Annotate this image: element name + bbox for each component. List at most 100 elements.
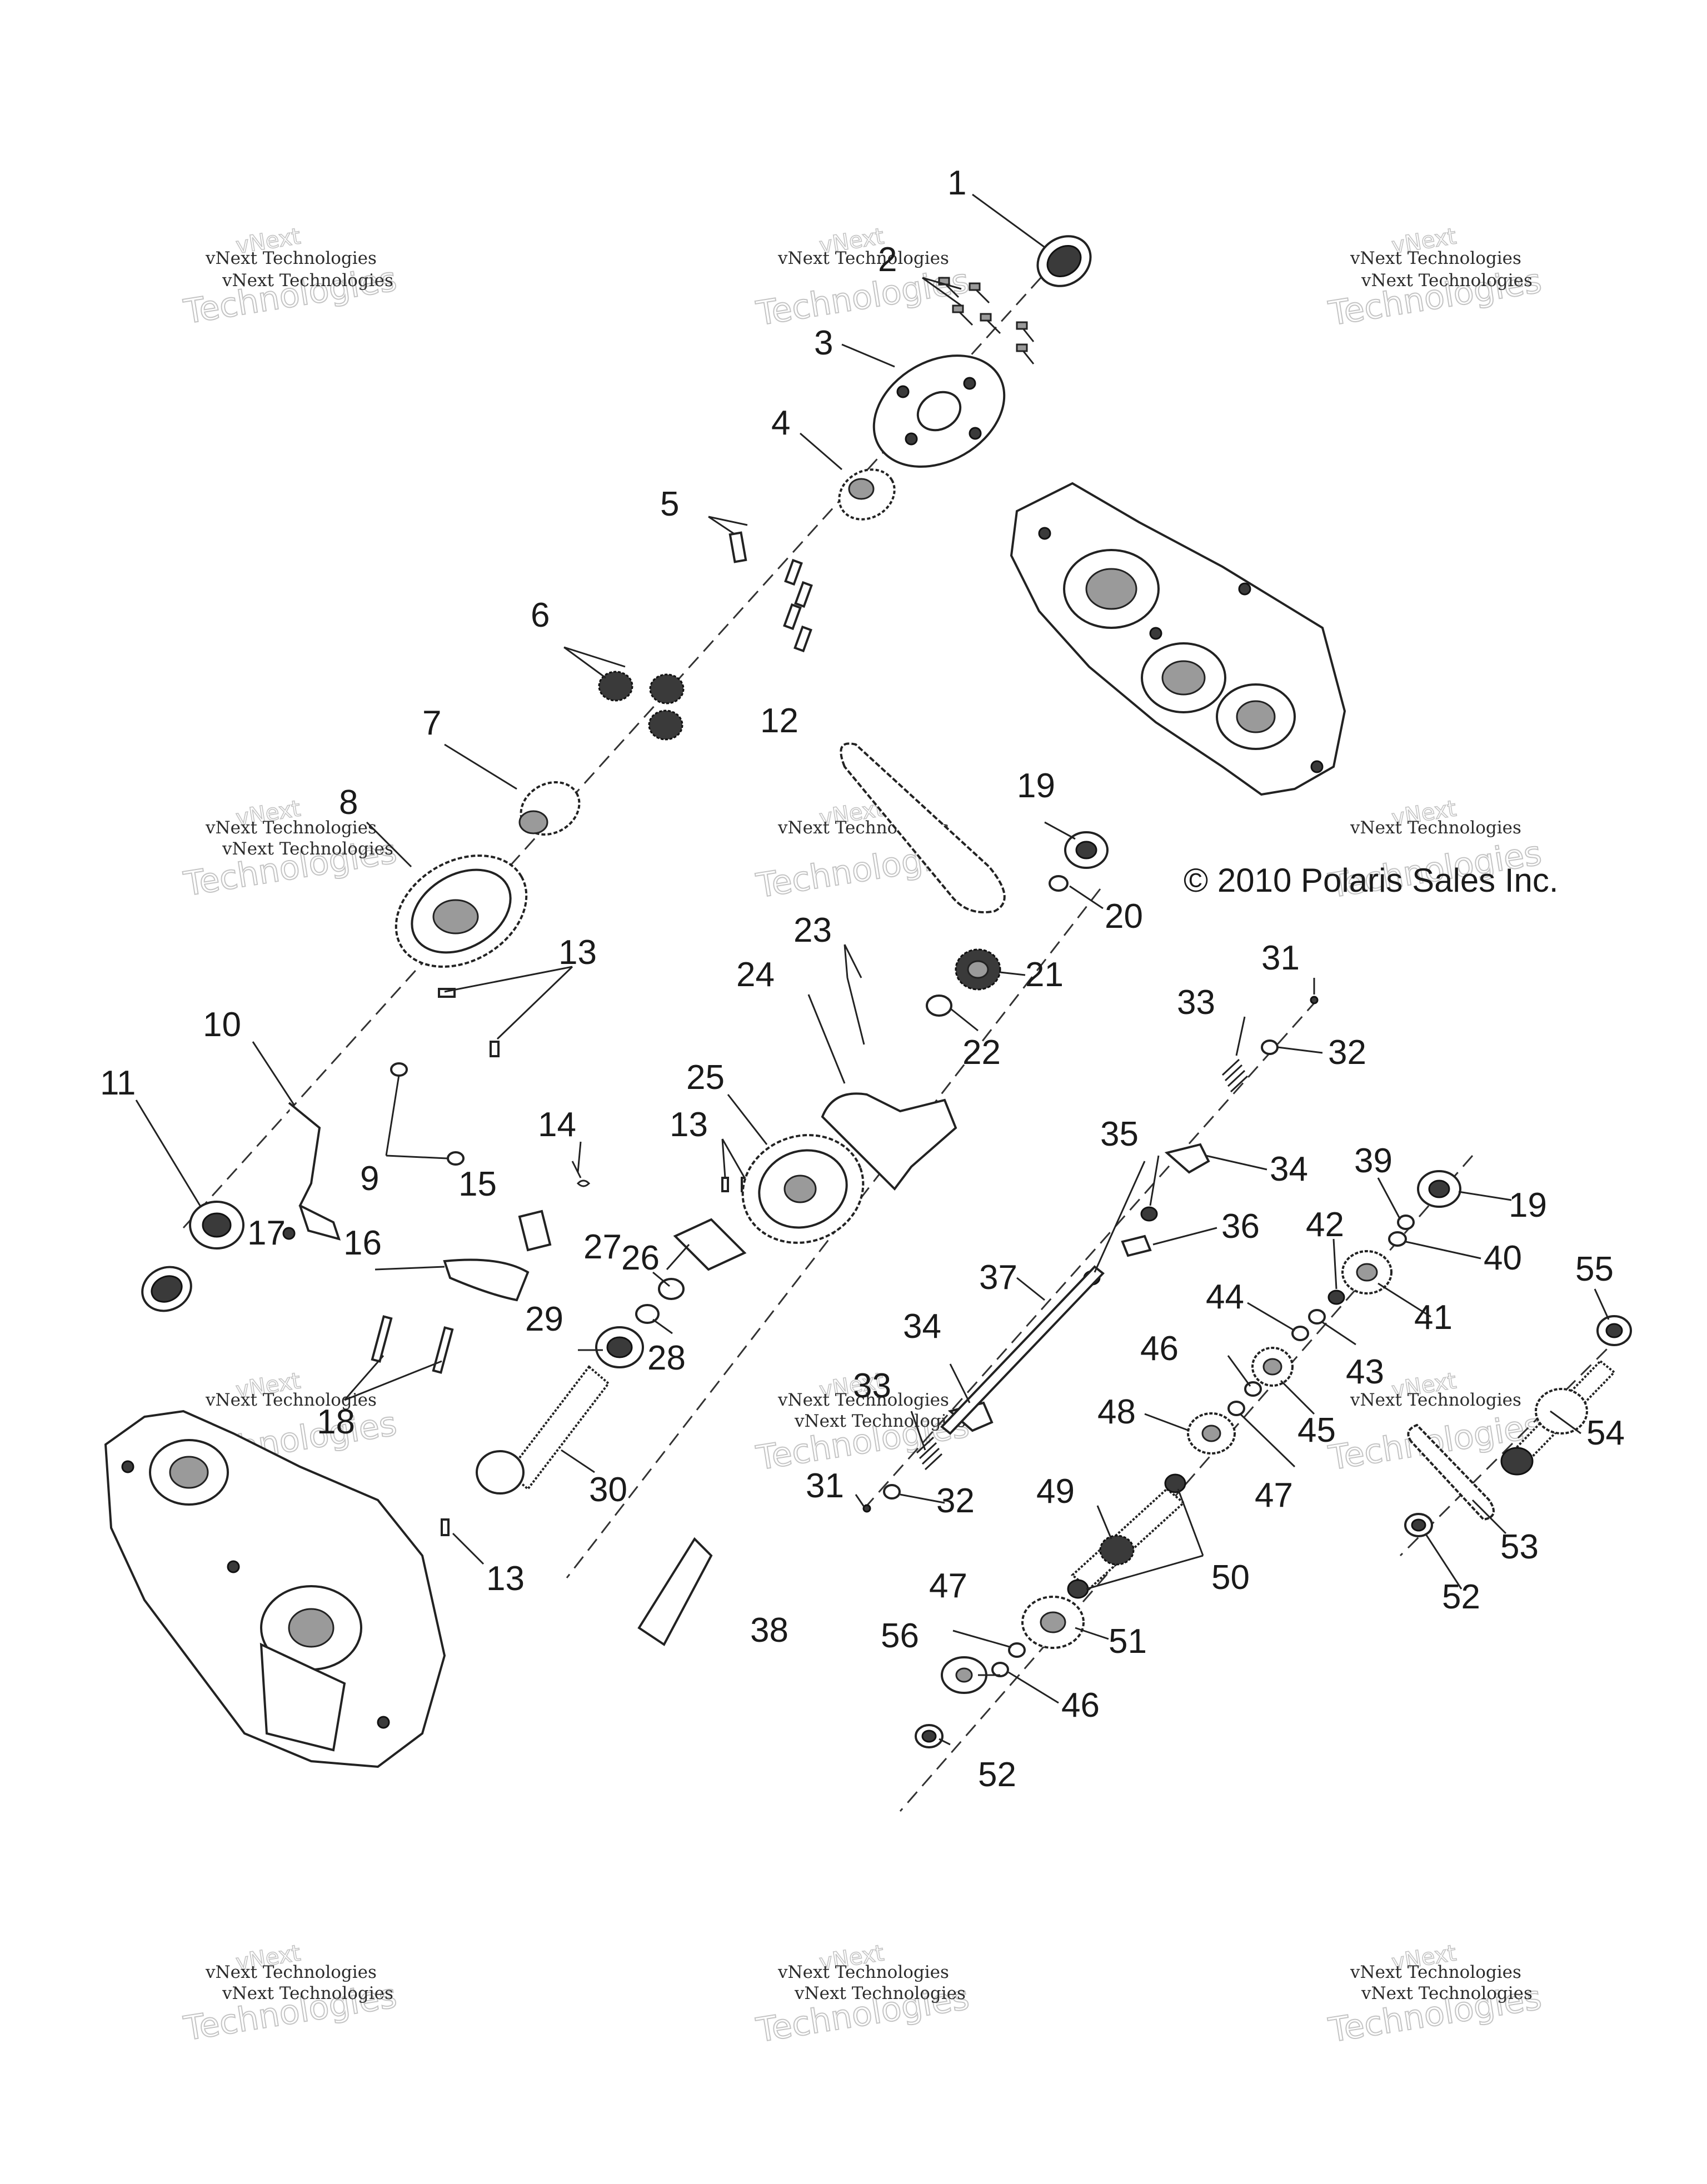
gear-part-48	[1187, 1412, 1236, 1455]
callout-20: 20	[1105, 897, 1143, 936]
callout-8: 8	[339, 783, 358, 822]
ring-part-28	[635, 1304, 660, 1324]
pin-part-31-top	[1310, 996, 1319, 1004]
ring-part-35-a	[1140, 1206, 1158, 1222]
ring-part-46-bottom	[991, 1662, 1009, 1677]
callout-24: 24	[736, 956, 775, 994]
spring-part-14	[571, 1161, 591, 1187]
callout-5: 5	[660, 485, 679, 523]
callout-12: 12	[760, 702, 798, 740]
cap-part-32-bottom	[883, 1484, 901, 1500]
shift-shaft-axis	[866, 999, 1318, 1506]
callout-36: 36	[1221, 1207, 1260, 1246]
ring-part-39	[1397, 1215, 1415, 1230]
watermark-text: vNext Technologies	[1350, 1962, 1521, 1982]
callout-48: 48	[1097, 1393, 1136, 1431]
callout-19-top: 19	[1017, 767, 1055, 805]
callout-49: 49	[1036, 1472, 1075, 1511]
hub-part-45	[1251, 1347, 1294, 1387]
callout-30: 30	[589, 1471, 627, 1509]
callout-39: 39	[1354, 1142, 1392, 1180]
watermark-text: vNext Technologies	[205, 818, 377, 838]
watermark-text: vNext Technologies	[777, 1390, 949, 1410]
callout-46-bottom: 46	[1061, 1686, 1100, 1725]
callout-45: 45	[1297, 1411, 1336, 1450]
callout-3: 3	[814, 324, 833, 362]
chain-part-53	[1407, 1423, 1495, 1521]
callout-35: 35	[1100, 1115, 1139, 1153]
watermark-text: vNext Technologies	[205, 248, 377, 268]
callout-33-top: 33	[1177, 983, 1215, 1022]
callout-34-top: 34	[1270, 1150, 1308, 1188]
callout-37: 37	[979, 1258, 1017, 1297]
gear-part-25	[741, 1134, 865, 1244]
planet-gears-part-6	[598, 671, 685, 741]
ring-part-22	[926, 994, 952, 1017]
watermark-text: vNext Technologies	[222, 1983, 393, 2003]
callout-42: 42	[1306, 1206, 1344, 1244]
seal-part-52-bottom	[915, 1724, 944, 1748]
watermark-text: vNext Technologies	[222, 839, 393, 859]
shaft-part-30	[476, 1365, 610, 1495]
cam-lever-part-16	[443, 1258, 530, 1302]
callout-26: 26	[621, 1239, 660, 1277]
output-shaft-axis	[899, 1155, 1474, 1812]
callout-53: 53	[1500, 1528, 1539, 1566]
gear-part-21	[955, 948, 1001, 991]
callout-19-right: 19	[1509, 1186, 1547, 1225]
bearing-part-19-top	[1064, 831, 1109, 869]
callout-31-bottom: 31	[806, 1467, 844, 1505]
watermark-text: vNext Technologies	[205, 1390, 377, 1410]
spring-part-33-bottom	[916, 1436, 943, 1471]
bearing-part-55	[1596, 1315, 1632, 1346]
clip-part-36	[1121, 1235, 1152, 1257]
callout-13-c: 13	[486, 1560, 525, 1598]
ring-part-46-top	[1244, 1381, 1262, 1397]
case-housing-upper-right	[1010, 482, 1346, 796]
callout-51: 51	[1109, 1622, 1147, 1661]
watermark-text: vNext Technologies	[1350, 818, 1521, 838]
seal-part-52-right	[1404, 1513, 1433, 1537]
callout-18: 18	[317, 1403, 355, 1441]
watermark-top-center: vNext Technologies	[753, 223, 972, 334]
watermark-text: vNext Technologies	[205, 1962, 377, 1982]
main-shaft-axis	[182, 260, 1057, 1229]
callout-29: 29	[525, 1300, 563, 1338]
callout-27: 27	[583, 1228, 622, 1266]
watermark-text: vNext Technologies	[1361, 271, 1533, 291]
watermark-text: vNext Technologies	[777, 248, 949, 268]
shift-arm-part-24	[821, 1092, 957, 1191]
callout-52-right: 52	[1442, 1578, 1480, 1616]
callout-38: 38	[750, 1611, 788, 1650]
callout-43: 43	[1346, 1353, 1384, 1391]
callout-1-top: 1	[947, 164, 966, 202]
front-output-shaft-part-54	[1500, 1360, 1616, 1476]
callout-22: 22	[962, 1033, 1001, 1072]
spring-part-33-top	[1221, 1058, 1249, 1093]
watermark-text: vNext Technologies	[1361, 1983, 1533, 2003]
callout-31-top: 31	[1261, 939, 1300, 977]
callout-7: 7	[422, 704, 441, 742]
callout-25: 25	[686, 1058, 725, 1097]
watermark-big-text: Technologies	[753, 262, 972, 334]
callout-56: 56	[881, 1617, 919, 1655]
ring-part-27	[658, 1278, 685, 1300]
callout-54: 54	[1586, 1414, 1625, 1452]
ring-part-44	[1291, 1326, 1309, 1341]
front-output-axis	[1399, 1332, 1624, 1557]
callout-40: 40	[1484, 1239, 1522, 1277]
ring-part-20	[1049, 875, 1069, 892]
parts	[104, 235, 1632, 1768]
ring-part-47-top	[1227, 1401, 1245, 1416]
callout-32-bottom: 32	[936, 1482, 975, 1520]
detent-part-34-top	[1164, 1143, 1210, 1174]
callout-16: 16	[343, 1224, 382, 1262]
callout-32-top: 32	[1328, 1033, 1366, 1072]
bearing-part-11	[189, 1201, 244, 1250]
carrier-part-7	[518, 781, 581, 836]
callout-28: 28	[647, 1339, 686, 1377]
nut-part-17	[282, 1227, 296, 1240]
watermark-text: vNext Technologies	[1350, 1390, 1521, 1410]
callout-14: 14	[538, 1106, 576, 1144]
watermark-text: vNext Technologies	[777, 1962, 949, 1982]
